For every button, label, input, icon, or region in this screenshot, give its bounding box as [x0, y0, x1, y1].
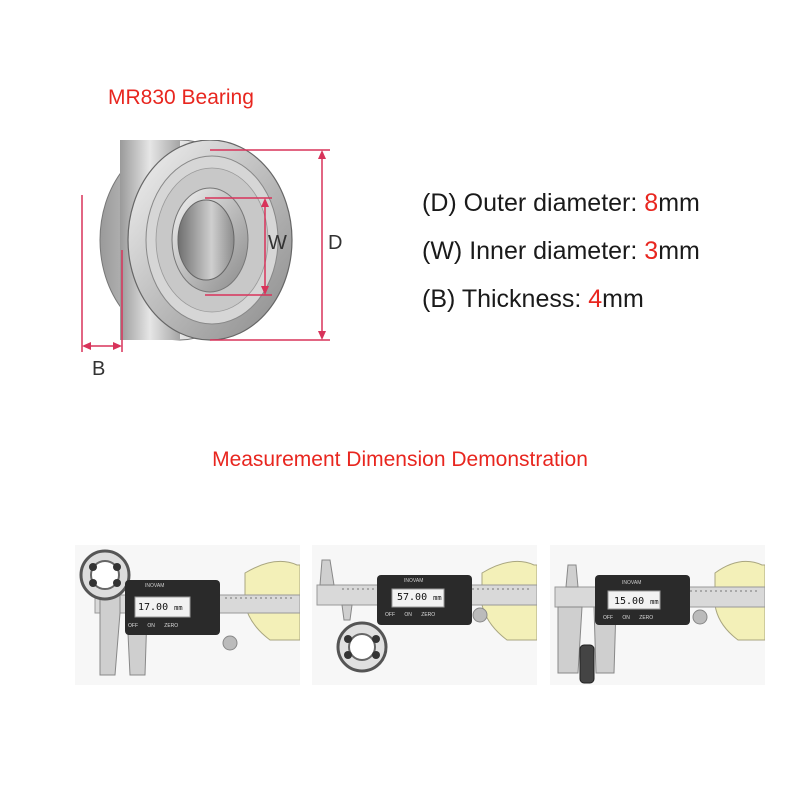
dimension-label-w: W: [268, 232, 287, 254]
bearing-diagram: [81, 140, 330, 352]
spec-inner-diameter: (W) Inner diameter: 3mm: [422, 237, 700, 265]
caliper-1-reading: 17.00 mm: [138, 602, 183, 613]
spec-thickness: (B) Thickness: 4mm: [422, 285, 644, 313]
caliper-3-brand: INOVAM: [622, 580, 642, 586]
caliper-3-buttons: OFF ON ZERO: [603, 615, 654, 621]
bearing-title: MR830 Bearing: [108, 86, 254, 109]
caliper-2-buttons: OFF ON ZERO: [385, 612, 436, 618]
spec-outer-diameter: (D) Outer diameter: 8mm: [422, 189, 700, 217]
bearing-bore: [177, 199, 235, 281]
caliper-demo-inner: [312, 545, 537, 685]
caliper-1-brand: INOVAM: [145, 583, 165, 589]
caliper-2-brand: INOVAM: [404, 578, 424, 584]
dimension-label-b: B: [92, 358, 106, 380]
caliper-1-buttons: OFF ON ZERO: [128, 623, 179, 629]
spec-list: (D) Outer diameter: 8mm (W) Inner diamet…: [422, 186, 700, 330]
caliper-2-reading: 57.00 mm: [397, 592, 442, 603]
dimension-label-d: D: [328, 232, 343, 254]
caliper-demo-thickness: [550, 545, 765, 685]
caliper-3-reading: 15.00 mm: [614, 596, 659, 607]
caliper-demo-outer: [75, 545, 300, 685]
demo-title: Measurement Dimension Demonstration: [212, 448, 588, 471]
